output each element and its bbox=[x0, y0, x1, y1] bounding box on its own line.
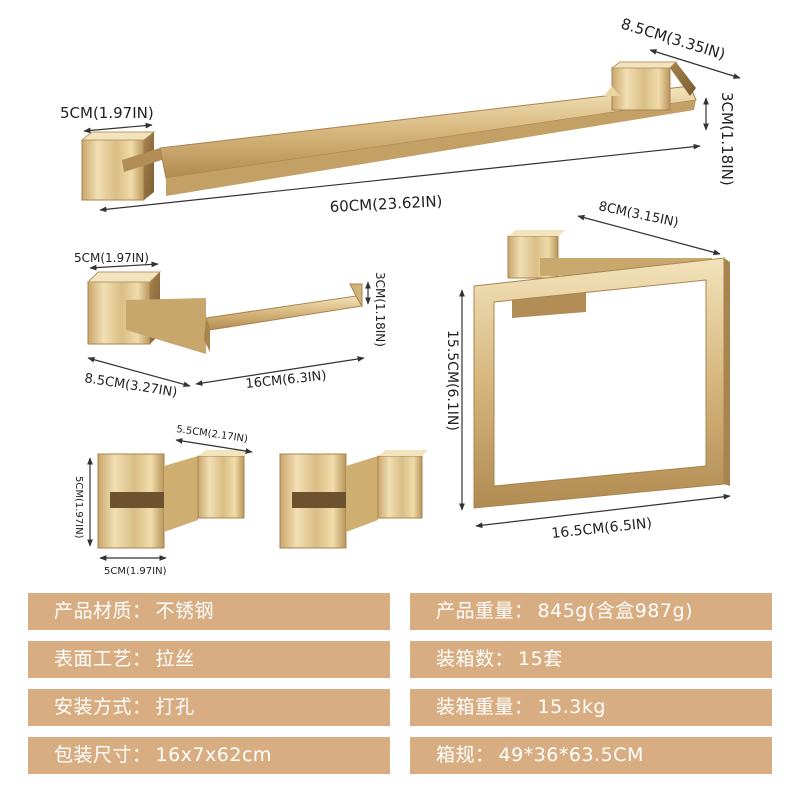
spec-label: 表面工艺： bbox=[54, 648, 152, 670]
dim-towel-ring-depth: 8CM(3.15IN) bbox=[597, 199, 680, 231]
dim-towel-bar-height: 3CM(1.18IN) bbox=[718, 92, 736, 186]
spec-value: 打孔 bbox=[155, 696, 195, 718]
dim-paper-holder-width: 5CM(1.97IN) bbox=[74, 251, 149, 265]
dim-towel-bar-width: 5CM(1.97IN) bbox=[60, 104, 154, 122]
spec-label: 安装方式： bbox=[54, 696, 152, 718]
spec-value: 16x7x62cm bbox=[155, 744, 272, 766]
dim-robe-hook-height: 5CM(1.97IN) bbox=[73, 476, 84, 539]
robe-hook-dimension-lines bbox=[87, 438, 253, 561]
spec-carton-weight: 装箱重量：15.3kg bbox=[410, 689, 772, 726]
spec-label: 箱规： bbox=[436, 744, 495, 766]
towel-bar-dimension-lines bbox=[83, 49, 741, 213]
spec-value: 不锈钢 bbox=[155, 600, 215, 622]
spec-finish: 表面工艺：拉丝 bbox=[28, 641, 390, 678]
spec-weight: 产品重量：845g(含盒987g) bbox=[410, 593, 772, 630]
towel-ring-dimension-lines bbox=[459, 214, 731, 529]
spec-installation: 安装方式：打孔 bbox=[28, 689, 390, 726]
dim-robe-hook-width: 5CM(1.97IN) bbox=[104, 566, 167, 577]
robe-hook-right-illustration bbox=[279, 450, 428, 549]
spec-value: 49*36*63.5CM bbox=[498, 744, 644, 766]
spec-value: 845g(含盒987g) bbox=[537, 600, 693, 622]
robe-hook-left-illustration bbox=[97, 450, 250, 549]
spec-material: 产品材质：不锈钢 bbox=[28, 593, 390, 630]
dim-towel-ring-height: 15.5CM(6.1IN) bbox=[444, 330, 460, 431]
dim-paper-holder-depth: 8.5CM(3.27IN) bbox=[83, 371, 178, 400]
spec-carton-size: 箱规：49*36*63.5CM bbox=[410, 737, 772, 774]
dim-towel-ring-width: 16.5CM(6.5IN) bbox=[551, 516, 653, 542]
spec-label: 装箱重量： bbox=[436, 696, 534, 718]
spec-label: 产品重量： bbox=[436, 600, 534, 622]
paper-holder-illustration bbox=[86, 271, 363, 354]
paper-holder-dimension-lines bbox=[87, 261, 371, 388]
dim-paper-holder-height: 3CM(1.18IN) bbox=[373, 272, 387, 347]
spec-value: 拉丝 bbox=[155, 648, 195, 670]
spec-value: 15.3kg bbox=[537, 696, 606, 718]
spec-label: 装箱数： bbox=[436, 648, 515, 670]
product-illustration: 5CM(1.97IN) 8.5CM(3.35IN) 3CM(1.18IN) 60… bbox=[60, 15, 741, 577]
dim-towel-bar-depth: 8.5CM(3.35IN) bbox=[619, 15, 728, 64]
spec-value: 15套 bbox=[518, 648, 563, 670]
spec-label: 产品材质： bbox=[54, 600, 152, 622]
dim-paper-holder-length: 16CM(6.3IN) bbox=[245, 369, 327, 392]
spec-carton-qty: 装箱数：15套 bbox=[410, 641, 772, 678]
spec-package-size: 包装尺寸：16x7x62cm bbox=[28, 737, 390, 774]
towel-ring-illustration bbox=[473, 230, 730, 509]
dim-towel-bar-length: 60CM(23.62IN) bbox=[329, 192, 443, 216]
spec-label: 包装尺寸： bbox=[54, 744, 152, 766]
